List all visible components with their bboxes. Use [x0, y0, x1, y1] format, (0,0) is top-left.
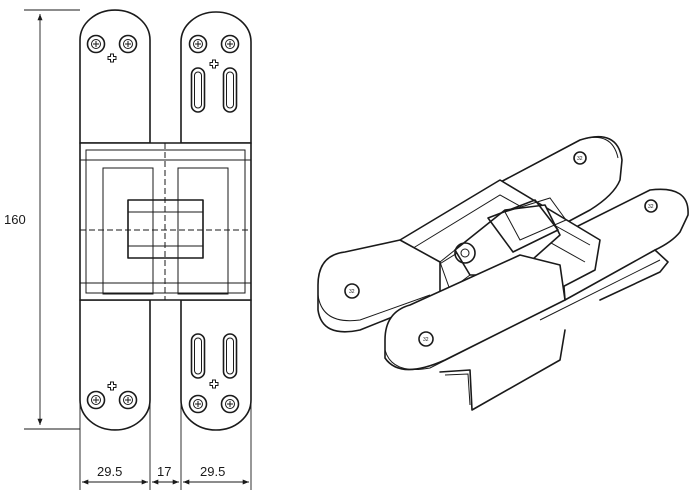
dimension-widths: 29.5 17 29.5 [79, 300, 252, 490]
right-leaf-top [180, 11, 252, 144]
right-leaf-bottom [180, 299, 252, 431]
right-leaf-width-label: 29.5 [200, 464, 225, 479]
left-leaf-width-label: 29.5 [97, 464, 122, 479]
gap-label: 17 [157, 464, 171, 479]
right-leaf-mark: 32 [648, 204, 654, 210]
front-leaf-mark: 32 [349, 289, 355, 295]
back-leaf-mark: 32 [577, 156, 583, 162]
bottom-leaf-mark: 32 [423, 337, 429, 343]
dimension-height: 160 [4, 9, 80, 430]
left-leaf-bottom [79, 299, 151, 431]
isometric-view: 32 32 32 [317, 135, 689, 411]
hinge-body-front [79, 142, 252, 301]
left-leaf-top [79, 9, 151, 144]
height-label: 160 [4, 212, 26, 227]
front-view: 160 29.5 17 29.5 [4, 9, 252, 490]
iso-bottom-leaf: 32 [384, 254, 661, 411]
